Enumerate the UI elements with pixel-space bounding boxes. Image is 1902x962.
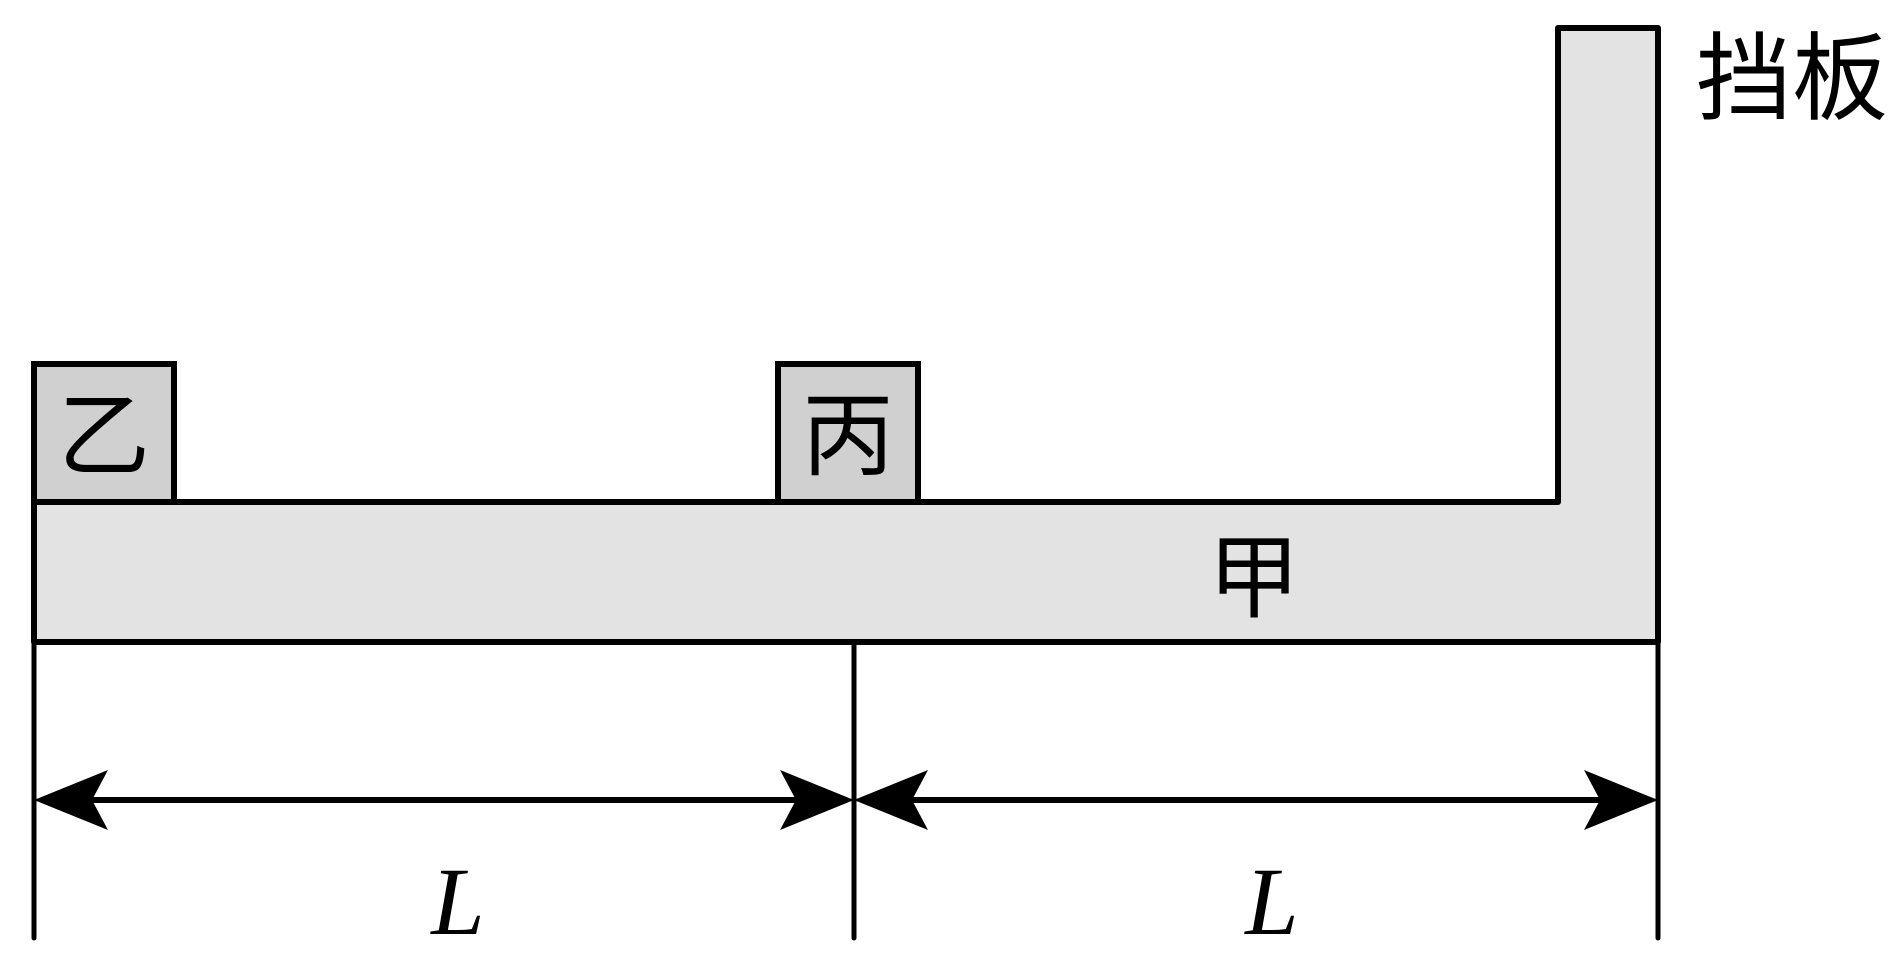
baffle-label: 挡板 bbox=[1696, 23, 1888, 135]
board-with-baffle bbox=[31, 25, 1661, 645]
arrowhead-left-start bbox=[34, 770, 108, 830]
block-yi bbox=[31, 361, 177, 505]
block-bing bbox=[775, 361, 921, 505]
arrowhead-left-end bbox=[780, 770, 854, 830]
arrowhead-right-start bbox=[854, 770, 928, 830]
block-yi-label: 乙 bbox=[58, 383, 150, 490]
length-label-left: L bbox=[429, 848, 484, 955]
block-bing-label: 丙 bbox=[802, 383, 894, 490]
board-label: 甲 bbox=[1208, 525, 1300, 632]
length-label-right: L bbox=[1243, 848, 1298, 955]
arrowhead-right-end bbox=[1584, 770, 1658, 830]
